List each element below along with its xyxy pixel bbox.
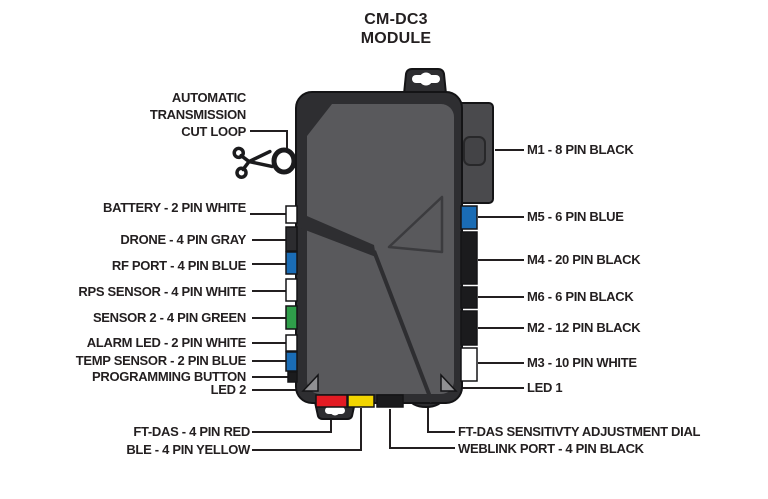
port-sensor-2[interactable]: [285, 305, 298, 330]
label-ble: BLE - 4 PIN YELLOW: [126, 442, 250, 457]
port-rps-sensor[interactable]: [285, 278, 298, 302]
port-ft-das[interactable]: [315, 394, 348, 408]
port-m5[interactable]: [460, 205, 478, 230]
led-1: [440, 373, 458, 392]
label-rf-port: RF PORT - 4 PIN BLUE: [111, 258, 246, 273]
module-face: [307, 104, 454, 394]
port-alarm-led[interactable]: [285, 334, 298, 352]
label-m1: M1 - 8 PIN BLACK: [527, 142, 634, 157]
leader-cut-loop: [250, 130, 288, 149]
port-temp-sensor[interactable]: [285, 351, 298, 372]
label-m3: M3 - 10 PIN WHITE: [527, 355, 637, 370]
leader-dial: [427, 406, 455, 433]
label-alarm-led: ALARM LED - 2 PIN WHITE: [86, 335, 247, 350]
label-m6: M6 - 6 PIN BLACK: [527, 289, 634, 304]
label-led-2: LED 2: [210, 382, 247, 397]
label-ft-das: FT-DAS - 4 PIN RED: [133, 424, 250, 439]
leader-ble: [252, 408, 362, 451]
scissors-icon: [232, 146, 274, 179]
leader-lines: [250, 130, 524, 451]
port-m6[interactable]: [460, 286, 478, 309]
label-programming-button: PROGRAMMING BUTTON: [92, 369, 246, 384]
diagram-title-line1: CM-DC3: [364, 11, 428, 28]
connector-m1-notch: [463, 136, 486, 166]
label-rps-sensor: RPS SENSOR - 4 PIN WHITE: [78, 284, 246, 299]
label-sensor-2: SENSOR 2 - 4 PIN GREEN: [92, 310, 246, 325]
label-temp-sensor: TEMP SENSOR - 2 PIN BLUE: [75, 353, 247, 368]
diagram-title: CM-DC3 MODULE: [300, 10, 492, 48]
label-m2: M2 - 12 PIN BLACK: [527, 320, 641, 335]
port-rf[interactable]: [285, 251, 298, 275]
module-face-corner-cut: [307, 104, 332, 136]
label-drone: DRONE - 4 PIN GRAY: [120, 232, 246, 247]
label-ft-das-sensitivity-dial: FT-DAS SENSITIVTY ADJUSTMENT DIAL: [458, 424, 701, 439]
diagram-title-line2: MODULE: [360, 30, 432, 47]
keyhole-screw-hole-top: [419, 72, 433, 86]
port-m2[interactable]: [460, 310, 478, 346]
port-m4[interactable]: [460, 231, 478, 285]
led-2: [301, 373, 319, 392]
label-led-1: LED 1: [527, 380, 563, 395]
port-weblink[interactable]: [376, 394, 404, 408]
programming-button[interactable]: [287, 371, 298, 383]
label-m5: M5 - 6 PIN BLUE: [527, 209, 624, 224]
port-ble[interactable]: [347, 394, 375, 408]
port-m3[interactable]: [460, 347, 478, 382]
label-m4: M4 - 20 PIN BLACK: [527, 252, 641, 267]
label-automatic-transmission-cut-loop: AUTOMATIC TRANSMISSION CUT LOOP: [149, 90, 246, 139]
keyhole-screw-hole-bottom: [330, 405, 340, 416]
label-battery: BATTERY - 2 PIN WHITE: [103, 200, 246, 215]
module-face-crease: [372, 250, 434, 403]
port-battery[interactable]: [285, 205, 298, 224]
module-face-diagonal-stripe: [300, 213, 376, 257]
label-weblink-port: WEBLINK PORT - 4 PIN BLACK: [458, 441, 644, 456]
transmission-cut-loop-wire: [271, 147, 297, 175]
port-drone[interactable]: [285, 226, 298, 252]
leader-weblink: [389, 409, 455, 449]
module-face-triangle-mark: [387, 195, 444, 254]
